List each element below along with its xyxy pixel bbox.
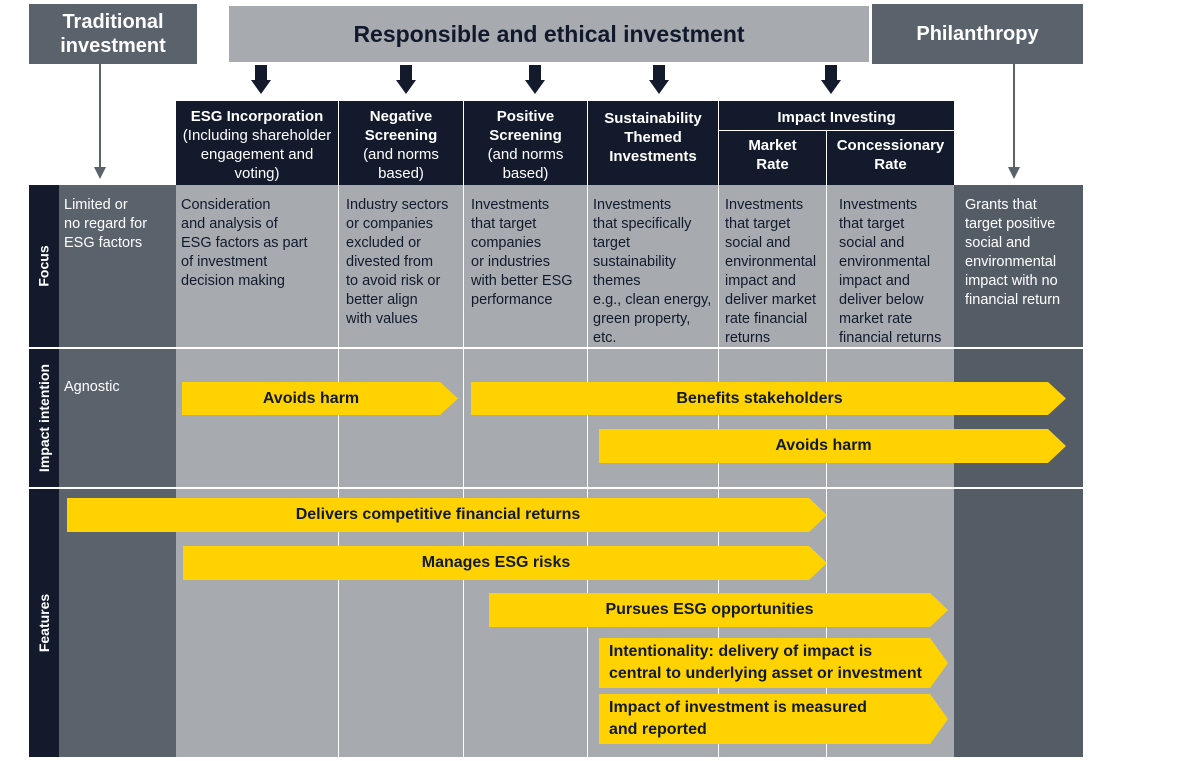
traditional-investment-header: Traditional investment [29, 4, 197, 64]
row-label-band [29, 185, 59, 757]
column-header-positive-screening: Positive Screening (and norms based) [464, 101, 587, 185]
down-arrow-icon [649, 80, 669, 94]
down-arrow-icon [653, 65, 665, 81]
focus-philanthropy: Grants that target positive social and e… [965, 197, 1061, 308]
responsible-investment-header: Responsible and ethical investment [229, 6, 869, 62]
down-arrow-icon [400, 65, 412, 81]
down-arrow-icon [529, 65, 541, 81]
row-divider [29, 347, 1083, 349]
column-header-negative-screening: Negative Screening (and norms based) [339, 101, 463, 185]
down-arrow-icon [821, 80, 841, 94]
avoids-harm-arrow-2: Avoids harm [599, 429, 1066, 463]
traditional-arrow-icon [94, 167, 106, 179]
down-arrow-icon [825, 65, 837, 81]
down-arrow-icon [525, 80, 545, 94]
column-divider [587, 101, 588, 757]
focus-negative: Industry sectors or companies excluded o… [346, 197, 449, 327]
focus-traditional: Limited or no regard for ESG factors [64, 197, 148, 251]
column-header-esg-incorporation: ESG Incorporation (Including shareholder… [176, 101, 338, 185]
intentionality-arrow: Intentionality: delivery of impact is ce… [599, 638, 948, 688]
row-label-features: Features [36, 593, 53, 653]
column-header-impact-investing: Impact Investing [719, 101, 954, 131]
focus-esg: Consideration and analysis of ESG factor… [181, 197, 308, 289]
philanthropy-connector-line [1013, 64, 1015, 168]
column-divider [463, 101, 464, 757]
avoids-harm-arrow: Avoids harm [182, 382, 458, 415]
column-header-concessionary-rate: Concessionary Rate [827, 131, 954, 185]
row-divider [29, 487, 1083, 489]
competitive-returns-arrow: Delivers competitive financial returns [67, 498, 827, 532]
down-arrow-icon [396, 80, 416, 94]
down-arrow-icon [251, 80, 271, 94]
philanthropy-body [954, 185, 1083, 757]
column-header-sustainability-themed: Sustainability Themed Investments [588, 101, 718, 185]
column-header-market-rate: Market Rate [719, 131, 826, 185]
traditional-body [59, 185, 176, 757]
focus-themed: Investments that specifically target sus… [593, 197, 712, 346]
pursues-esg-opportunities-arrow: Pursues ESG opportunities [489, 593, 948, 627]
philanthropy-arrow-icon [1008, 167, 1020, 179]
impact-agnostic: Agnostic [64, 379, 120, 395]
impact-divider [719, 130, 954, 131]
focus-concessionary: Investments that target social and envir… [839, 197, 942, 346]
focus-market-rate: Investments that target social and envir… [725, 197, 817, 346]
benefits-stakeholders-arrow: Benefits stakeholders [471, 382, 1066, 415]
column-divider [338, 101, 339, 757]
philanthropy-header: Philanthropy [872, 4, 1083, 64]
focus-positive: Investments that target companies or ind… [471, 197, 573, 308]
manages-esg-risks-arrow: Manages ESG risks [183, 546, 827, 580]
row-label-impact-intention: Impact intention [36, 363, 52, 473]
row-label-focus: Focus [36, 245, 53, 287]
impact-measured-arrow: Impact of investment is measured and rep… [599, 694, 948, 744]
traditional-connector-line [99, 64, 101, 168]
down-arrow-icon [255, 65, 267, 81]
